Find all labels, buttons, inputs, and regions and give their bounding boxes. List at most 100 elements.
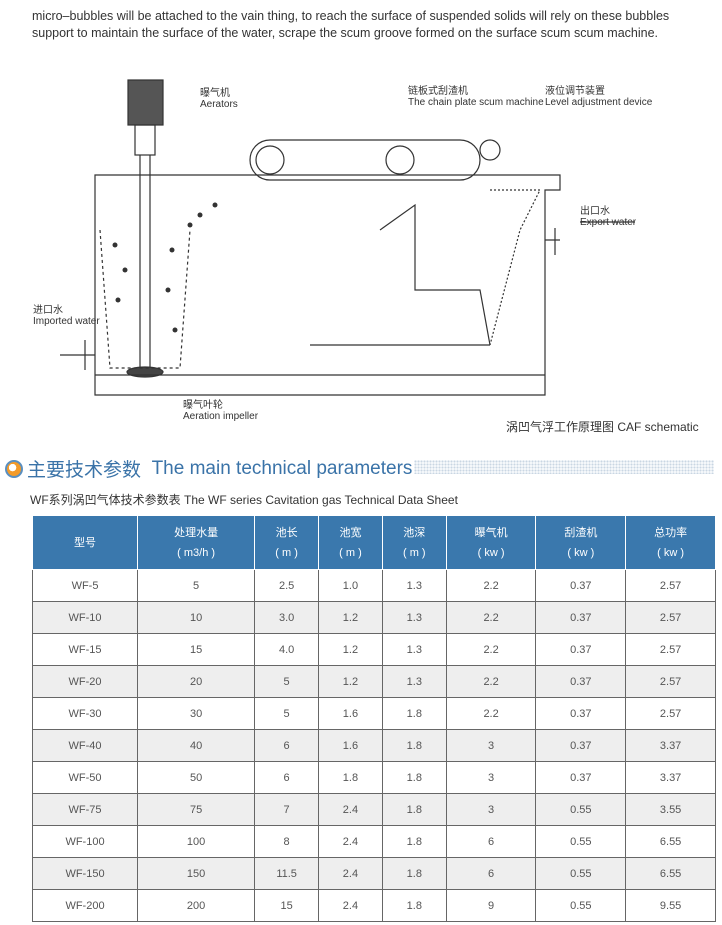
column-header: 总功率( kw ) [625,515,716,570]
table-cell: 3.55 [625,793,716,826]
table-cell: 0.37 [535,569,627,602]
table-cell: 1.2 [318,633,383,666]
table-cell: 5 [137,569,256,602]
table-cell: 1.3 [381,569,447,602]
table-cell: 2.57 [625,665,716,698]
table-cell: 2.4 [318,825,383,858]
table-cell: 3.0 [254,601,320,634]
table-title: WF系列涡凹气体技术参数表 The WF series Cavitation g… [30,493,458,507]
table-cell: 2.4 [318,857,383,890]
table-cell: WF-200 [31,889,139,922]
section-heading: 主要技术参数 The main technical parameters [5,455,412,482]
table-cell: 1.0 [318,569,383,602]
table-cell: 30 [137,697,256,730]
table-cell: 6 [445,857,537,890]
table-cell: 6 [254,729,320,762]
table-cell: 0.55 [535,793,627,826]
table-cell: WF-5 [31,569,139,602]
table-cell: 20 [137,665,256,698]
table-cell: 6 [254,761,320,794]
table-cell: WF-20 [31,665,139,698]
table-cell: 3.37 [625,761,716,794]
table-cell: 40 [137,729,256,762]
column-header: 曝气机( kw ) [445,515,537,570]
table-cell: 9.55 [625,889,716,922]
technical-data-table: 型号处理水量( m3/h )池长( m )池宽( m )池深( m )曝气机( … [31,515,716,922]
table-cell: 6.55 [625,857,716,890]
table-cell: 150 [137,857,256,890]
table-cell: WF-40 [31,729,139,762]
table-cell: 2.57 [625,569,716,602]
table-cell: 15 [137,633,256,666]
table-cell: 6.55 [625,825,716,858]
diagram-caption: 涡凹气浮工作原理图 CAF schematic [506,420,699,434]
table-cell: 1.8 [381,889,447,922]
table-cell: 9 [445,889,537,922]
table-cell: 50 [137,761,256,794]
table-cell: 2.2 [445,665,537,698]
table-cell: WF-15 [31,633,139,666]
table-cell: 6 [445,825,537,858]
table-cell: 1.6 [318,729,383,762]
table-cell: WF-100 [31,825,139,858]
table-cell: 15 [254,889,320,922]
table-cell: 1.8 [318,761,383,794]
caf-schematic-diagram [60,79,635,396]
table-cell: 5 [254,697,320,730]
table-cell: 200 [137,889,256,922]
table-cell: 75 [137,793,256,826]
bullet-icon [5,459,23,478]
table-cell: 1.3 [381,665,447,698]
table-cell: 3 [445,729,537,762]
table-cell: 2.2 [445,569,537,602]
table-cell: 0.37 [535,761,627,794]
table-cell: 0.55 [535,825,627,858]
table-cell: WF-10 [31,601,139,634]
table-cell: 2.2 [445,697,537,730]
table-cell: 0.37 [535,697,627,730]
column-header: 池宽( m ) [318,515,383,570]
table-cell: 0.55 [535,857,627,890]
table-cell: 8 [254,825,320,858]
column-header: 型号 [31,515,139,570]
table-cell: 0.55 [535,889,627,922]
table-cell: 1.2 [318,601,383,634]
table-cell: 2.57 [625,633,716,666]
table-cell: 1.8 [381,825,447,858]
table-cell: 3.37 [625,729,716,762]
table-cell: 7 [254,793,320,826]
table-cell: 1.8 [381,857,447,890]
table-cell: 1.6 [318,697,383,730]
table-cell: 1.3 [381,633,447,666]
table-cell: 100 [137,825,256,858]
table-cell: 0.37 [535,633,627,666]
table-cell: 10 [137,601,256,634]
table-cell: 2.5 [254,569,320,602]
table-cell: 4.0 [254,633,320,666]
table-cell: 1.2 [318,665,383,698]
table-cell: WF-150 [31,857,139,890]
table-cell: WF-75 [31,793,139,826]
table-cell: 1.3 [381,601,447,634]
table-cell: 2.2 [445,601,537,634]
table-cell: 3 [445,761,537,794]
table-cell: 2.57 [625,601,716,634]
table-cell: 2.4 [318,793,383,826]
column-header: 处理水量( m3/h ) [137,515,256,570]
table-cell: 3 [445,793,537,826]
table-cell: WF-50 [31,761,139,794]
table-cell: 0.37 [535,729,627,762]
